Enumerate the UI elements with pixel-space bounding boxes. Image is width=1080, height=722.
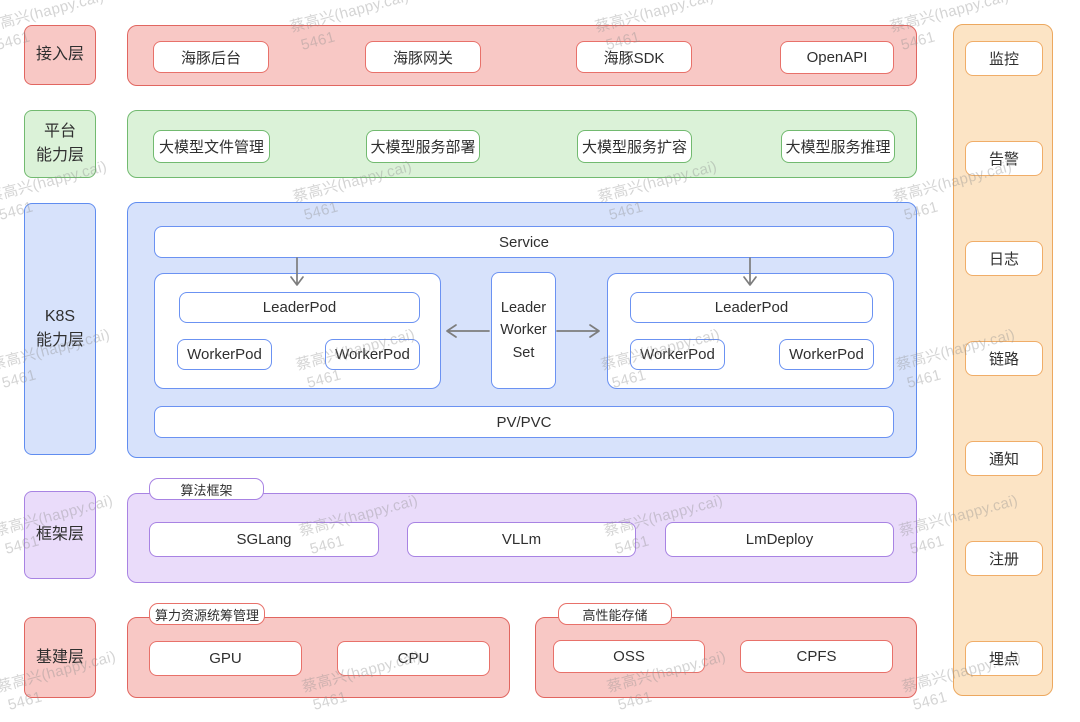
infra-compute-panel: 算力资源统筹管理 GPU CPU [127,603,510,698]
layer-label-infra: 基建层 [24,617,96,698]
worker-pod: WorkerPod [325,339,420,370]
worker-pod: WorkerPod [779,339,874,370]
infra-storage-tag: 高性能存储 [558,603,672,625]
ops-item: 注册 [965,541,1043,576]
infra-item: CPU [337,641,490,676]
arrow-right-icon [556,324,600,338]
pod-group-right: LeaderPod WorkerPod WorkerPod [607,273,894,389]
framework-item: LmDeploy [665,522,894,557]
ops-item: 通知 [965,441,1043,476]
pod-group-left: LeaderPod WorkerPod WorkerPod [154,273,441,389]
framework-item: VLLm [407,522,636,557]
platform-item: 大模型文件管理 [153,130,270,163]
access-item: 海豚网关 [365,41,481,73]
leader-worker-set: Leader Worker Set [491,272,556,389]
pv-pvc-bar: PV/PVC [154,406,894,438]
framework-tag: 算法框架 [149,478,264,500]
layer-label-access: 接入层 [24,25,96,85]
access-layer-panel: 海豚后台 海豚网关 海豚SDK OpenAPI [127,25,917,86]
infra-item: GPU [149,641,302,676]
infra-storage-panel: 高性能存储 OSS CPFS [535,603,917,698]
layer-label-framework: 框架层 [24,491,96,579]
platform-layer-panel: 大模型文件管理 大模型服务部署 大模型服务扩容 大模型服务推理 [127,110,917,178]
worker-pod: WorkerPod [630,339,725,370]
access-item: 海豚后台 [153,41,269,73]
arrow-down-icon [743,257,757,286]
leader-pod: LeaderPod [630,292,873,323]
access-item: OpenAPI [780,41,894,74]
ops-item: 监控 [965,41,1043,76]
ops-item: 链路 [965,341,1043,376]
ops-item: 日志 [965,241,1043,276]
arrow-left-icon [446,324,490,338]
infra-item: OSS [553,640,705,673]
worker-pod: WorkerPod [177,339,272,370]
ops-item: 告警 [965,141,1043,176]
service-bar: Service [154,226,894,258]
framework-item: SGLang [149,522,379,557]
framework-layer-panel: 算法框架 SGLang VLLm LmDeploy [127,478,917,583]
layer-label-platform: 平台 能力层 [24,110,96,178]
layer-label-k8s: K8S 能力层 [24,203,96,455]
k8s-layer-panel: Service LeaderPod WorkerPod WorkerPod Le… [127,202,917,458]
infra-compute-tag: 算力资源统筹管理 [149,603,265,625]
ops-item: 埋点 [965,641,1043,676]
access-item: 海豚SDK [576,41,692,73]
platform-item: 大模型服务部署 [366,130,480,163]
arrow-down-icon [290,257,304,286]
platform-item: 大模型服务扩容 [577,130,692,163]
ops-column-panel: 监控 告警 日志 链路 通知 注册 埋点 [953,24,1053,696]
platform-item: 大模型服务推理 [781,130,895,163]
leader-pod: LeaderPod [179,292,420,323]
infra-item: CPFS [740,640,893,673]
